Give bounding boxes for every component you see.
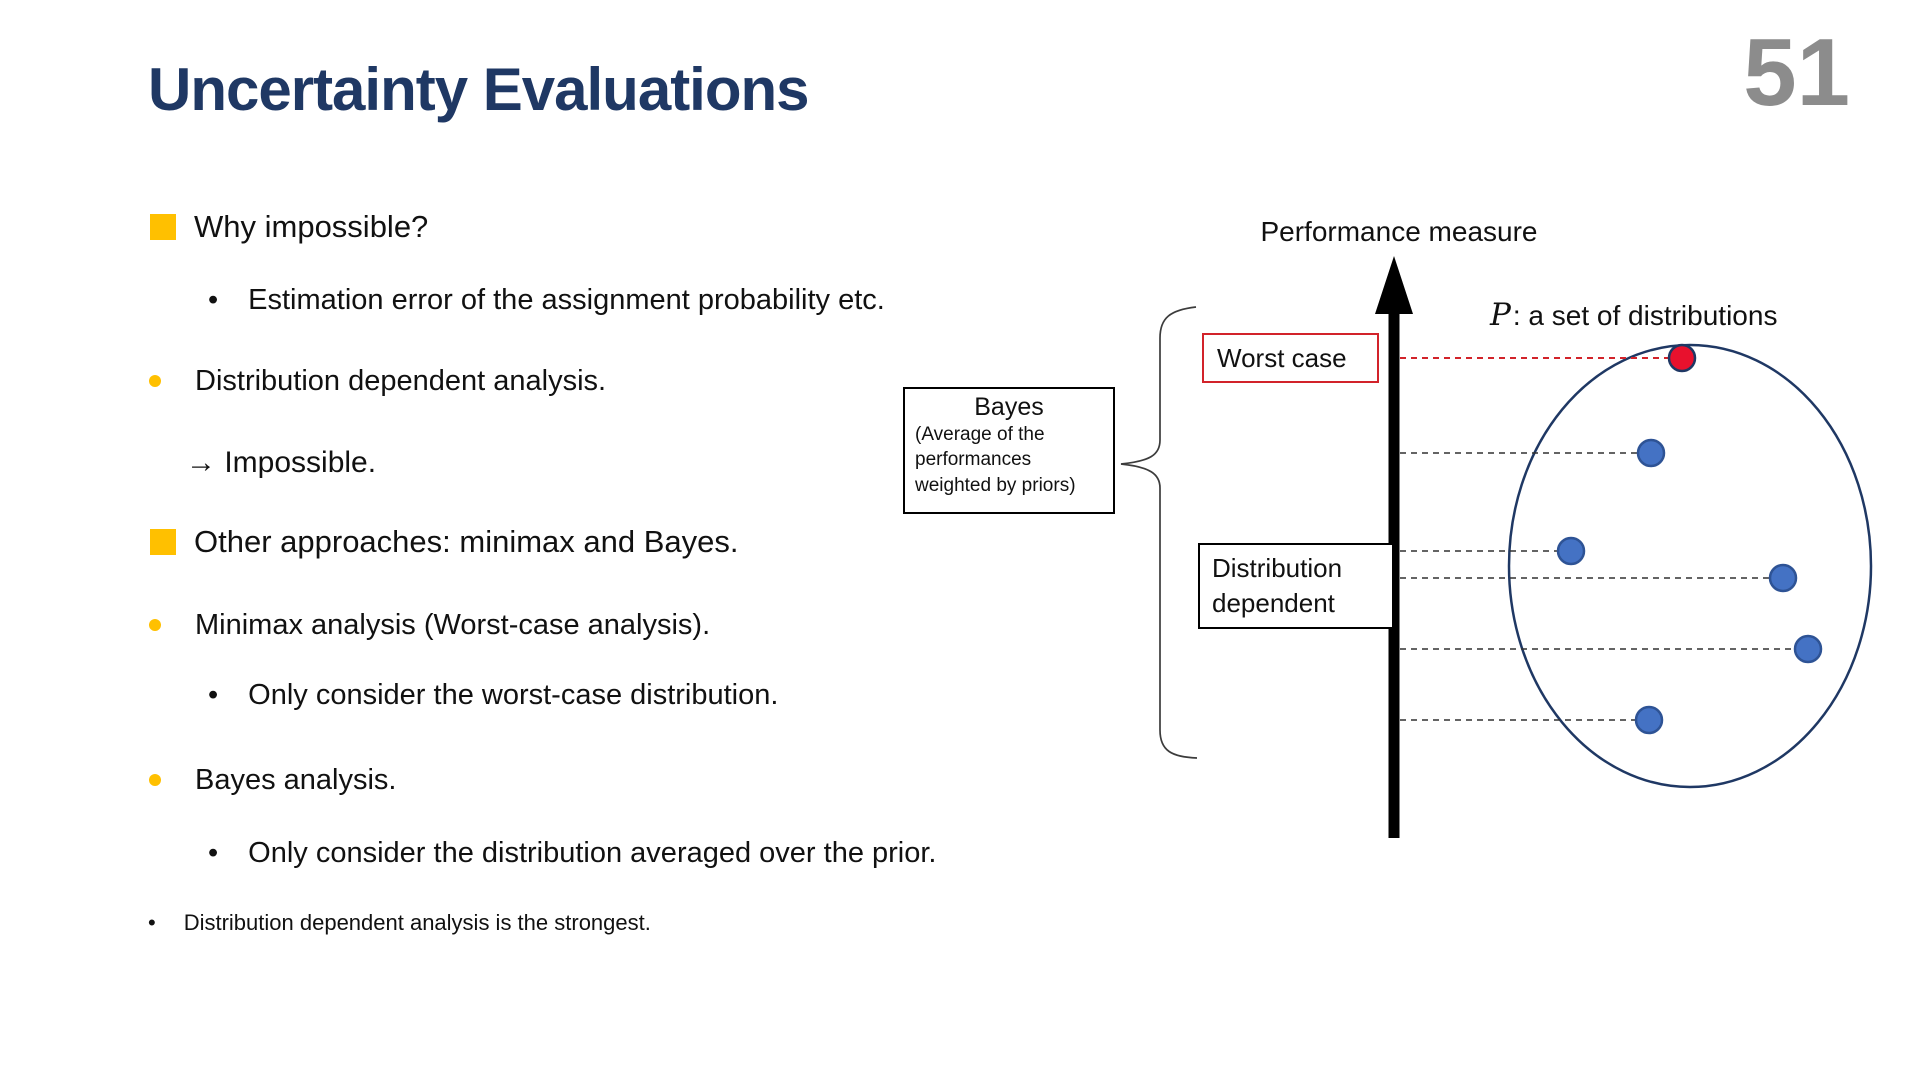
bullet-row: • Only consider the worst-case distribut… — [208, 673, 778, 717]
slide-title: Uncertainty Evaluations — [148, 56, 810, 123]
axis-arrowhead-icon — [1375, 256, 1413, 314]
bullet-row: Minimax analysis (Worst-case analysis). — [149, 603, 710, 647]
bullet-text: → Impossible. — [186, 446, 377, 479]
dot-bullet-icon: • — [148, 910, 156, 935]
curly-brace — [1120, 306, 1198, 759]
distribution-dot — [1793, 634, 1823, 664]
gold-dot-bullet-icon — [149, 619, 161, 631]
bullet-text: Estimation error of the assignment proba… — [248, 283, 885, 316]
distribution-dependent-line: Distribution — [1212, 552, 1343, 583]
dot-bullet-icon: • — [208, 283, 219, 316]
script-p-symbol: P — [1490, 297, 1511, 333]
distribution-dot — [1556, 536, 1586, 566]
bullet-text: Other approaches: minimax and Bayes. — [194, 524, 739, 559]
bullet-row: • Only consider the distribution average… — [208, 831, 936, 875]
bullet-text: Only consider the distribution averaged … — [248, 836, 937, 869]
bullet-row: • Estimation error of the assignment pro… — [208, 278, 885, 322]
bullet-row: → Impossible. — [186, 441, 376, 485]
performance-axis-label: Performance measure — [1260, 216, 1538, 247]
set-label-text: : a set of distributions — [1512, 300, 1778, 331]
distribution-dot — [1768, 563, 1798, 593]
worst-case-distribution-dot — [1667, 343, 1697, 373]
bullet-text: Minimax analysis (Worst-case analysis). — [195, 608, 711, 641]
bayes-box-title: Bayes — [974, 393, 1044, 421]
bayes-box-line: (Average of the — [915, 424, 1045, 445]
bayes-box-line: weighted by priors) — [915, 474, 1076, 496]
bullet-row: Distribution dependent analysis. — [149, 359, 606, 403]
bullet-text: Bayes analysis. — [195, 763, 397, 796]
worst-case-label: Worst case — [1217, 342, 1347, 373]
dot-bullet-icon: • — [208, 836, 219, 869]
distribution-dot — [1636, 438, 1666, 468]
bullet-row: • Distribution dependent analysis is the… — [148, 908, 651, 938]
bullet-row: Bayes analysis. — [149, 758, 397, 802]
bayes-box: Bayes (Average of the performances weigh… — [903, 387, 1115, 514]
bayes-box-line: performances — [915, 449, 1032, 471]
distribution-dependent-box: Distribution dependent — [1198, 543, 1394, 629]
square-bullet-icon — [150, 214, 176, 240]
set-of-distributions-label: P: a set of distributions — [1490, 297, 1777, 333]
bullet-text: Distribution dependent analysis. — [195, 364, 607, 397]
worst-case-box: Worst case — [1202, 333, 1379, 383]
distribution-points-layer — [1400, 343, 1823, 735]
distribution-dot — [1634, 705, 1664, 735]
bullet-text: Distribution dependent analysis is the s… — [183, 910, 651, 935]
bullet-text: Only consider the worst-case distributio… — [248, 678, 779, 711]
bullet-text: Why impossible? — [194, 209, 429, 244]
gold-dot-bullet-icon — [149, 774, 161, 786]
bullet-row: Other approaches: minimax and Bayes. — [150, 520, 739, 564]
gold-dot-bullet-icon — [149, 375, 161, 387]
distribution-dependent-line: dependent — [1212, 588, 1335, 618]
distribution-set-ellipse — [1507, 343, 1873, 789]
square-bullet-icon — [150, 529, 176, 555]
page-number: 51 — [1743, 19, 1850, 126]
bullet-row: Why impossible? — [150, 205, 428, 249]
dot-bullet-icon: • — [208, 678, 219, 711]
